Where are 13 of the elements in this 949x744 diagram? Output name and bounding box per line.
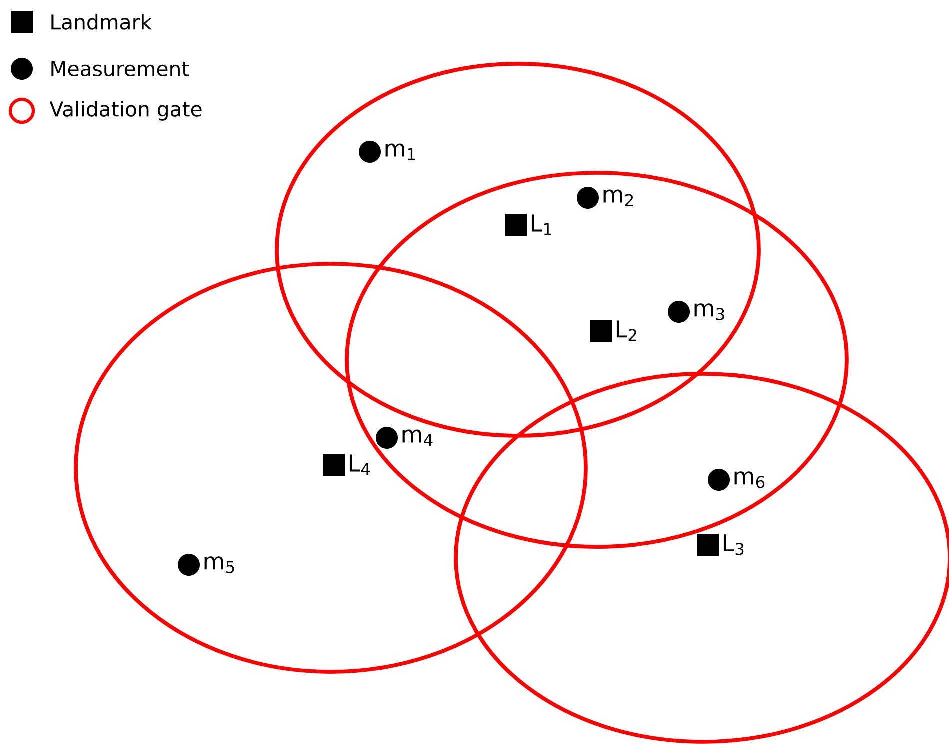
point-label: L$_{2}$	[616, 320, 636, 342]
point-label: m$_{3}$	[694, 304, 724, 320]
point-label: m$_{6}$	[734, 472, 765, 488]
point-label: m$_{5}$	[204, 556, 234, 574]
legend-label: Validation gate	[50, 101, 202, 121]
point-label: L$_{4}$	[350, 454, 370, 476]
point-label: L$_{3}$	[724, 534, 744, 556]
legend-label: Measurement	[52, 61, 190, 77]
legend-label: Landmark	[52, 14, 152, 30]
point-label: m$_{1}$	[386, 144, 416, 160]
point-label: L$_{1}$	[532, 214, 552, 236]
point-label: m$_{4}$	[402, 430, 433, 446]
point-label: m$_{2}$	[604, 190, 633, 206]
